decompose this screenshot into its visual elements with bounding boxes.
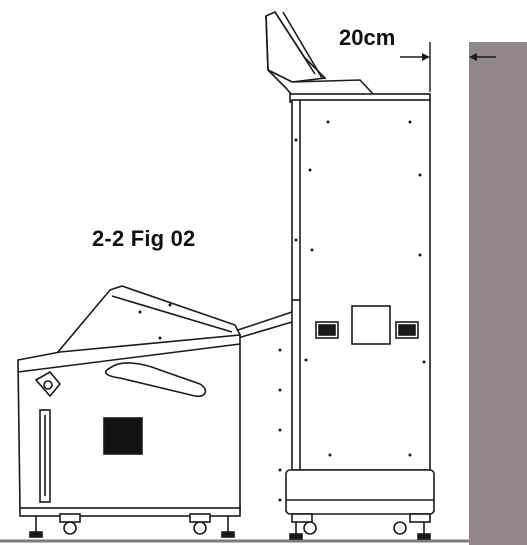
figure-label: 2-2 Fig 02 <box>92 226 196 251</box>
wall <box>469 42 527 545</box>
cabinet-body <box>291 99 431 471</box>
coin-door <box>351 305 391 345</box>
vent-grille <box>103 417 143 455</box>
control-unit <box>17 285 293 538</box>
arm-loop <box>104 362 207 398</box>
marquee-panel <box>265 10 327 83</box>
tall-cabinet <box>265 10 435 540</box>
cabinet-base <box>285 469 435 515</box>
clearance-dimension <box>400 42 496 92</box>
clearance-label: 20cm <box>339 25 396 50</box>
